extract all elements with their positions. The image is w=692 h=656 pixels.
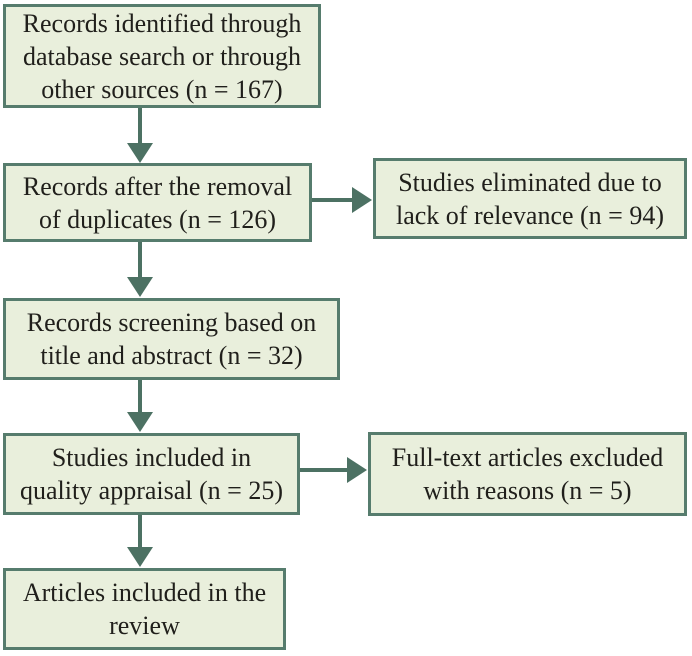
arrow-duplicates-to-screening-icon xyxy=(127,242,153,297)
flow-box-studies-eliminated: Studies eliminated due to lack of releva… xyxy=(373,158,687,239)
arrow-duplicates-to-eliminated-icon xyxy=(312,187,372,213)
flow-box-studies-quality-appraisal-label: Studies included in quality appraisal (n… xyxy=(19,443,284,505)
flow-box-records-screening-label: Records screening based on title and abs… xyxy=(26,308,317,370)
arrow-identified-to-duplicates-icon xyxy=(127,108,153,163)
arrow-appraisal-to-excluded-icon xyxy=(300,457,367,483)
flow-box-fulltext-excluded-label: Full-text articles excluded with reasons… xyxy=(391,443,664,505)
flow-box-articles-included: Articles included in the review xyxy=(3,568,286,650)
flow-box-articles-included-label: Articles included in the review xyxy=(22,578,267,640)
flow-box-records-identified: Records identified through database sear… xyxy=(3,4,321,108)
flow-box-studies-eliminated-label: Studies eliminated due to lack of releva… xyxy=(395,167,665,230)
flow-box-fulltext-excluded: Full-text articles excluded with reasons… xyxy=(368,432,687,516)
arrow-screening-to-appraisal-icon xyxy=(127,380,153,432)
arrow-appraisal-to-included-icon xyxy=(127,515,153,567)
flow-box-records-identified-label: Records identified through database sear… xyxy=(22,8,302,104)
flow-box-records-screening: Records screening based on title and abs… xyxy=(3,298,340,380)
flow-box-records-after-duplicates: Records after the removal of duplicates … xyxy=(3,163,312,242)
flow-box-records-after-duplicates-label: Records after the removal of duplicates … xyxy=(22,171,293,234)
flow-box-studies-quality-appraisal: Studies included in quality appraisal (n… xyxy=(3,433,300,515)
